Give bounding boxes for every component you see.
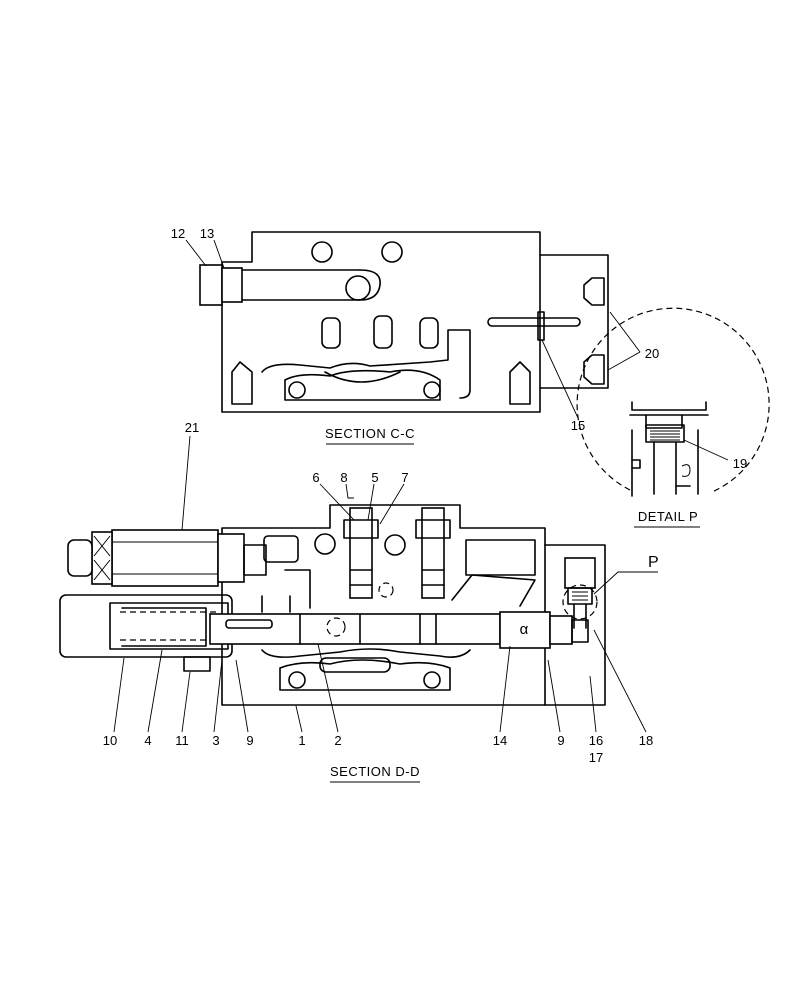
marker-p-leader: [593, 571, 658, 595]
callout-20: 20: [645, 346, 659, 361]
detail-p-title: DETAIL P: [638, 509, 698, 524]
callout-9-left: 9: [246, 733, 253, 748]
callout-2: 2: [334, 733, 341, 748]
callout-4: 4: [144, 733, 151, 748]
callout-19: 19: [733, 456, 747, 471]
callout-8: 8: [340, 470, 347, 485]
callout-9-right: 9: [557, 733, 564, 748]
callout-7: 7: [401, 470, 408, 485]
callout-21: 21: [185, 420, 199, 435]
section-d-d-title: SECTION D-D: [330, 764, 420, 779]
section-c-c-drawing: [199, 231, 609, 413]
callout-17: 17: [589, 750, 603, 765]
marker-p: P: [648, 554, 659, 571]
callout-16: 16: [589, 733, 603, 748]
leader-lines: [113, 239, 729, 733]
callout-18: 18: [639, 733, 653, 748]
callout-13: 13: [200, 226, 214, 241]
section-c-c-title: SECTION C-C: [325, 426, 415, 441]
callout-11: 11: [175, 733, 189, 748]
callout-12: 12: [171, 226, 185, 241]
callout-6: 6: [312, 470, 319, 485]
callout-numbers: 12 13 20 15 19 21 6 8 5 7 10 4 11 3 9 1 …: [103, 226, 747, 765]
callout-14: 14: [493, 733, 507, 748]
callout-1: 1: [298, 733, 305, 748]
section-d-d-drawing: [59, 504, 606, 706]
callout-15: 15: [571, 418, 585, 433]
alpha-marker: α: [520, 621, 529, 638]
detail-p-drawing: [576, 307, 770, 497]
callout-10: 10: [103, 733, 117, 748]
callout-5: 5: [371, 470, 378, 485]
callout-3: 3: [212, 733, 219, 748]
